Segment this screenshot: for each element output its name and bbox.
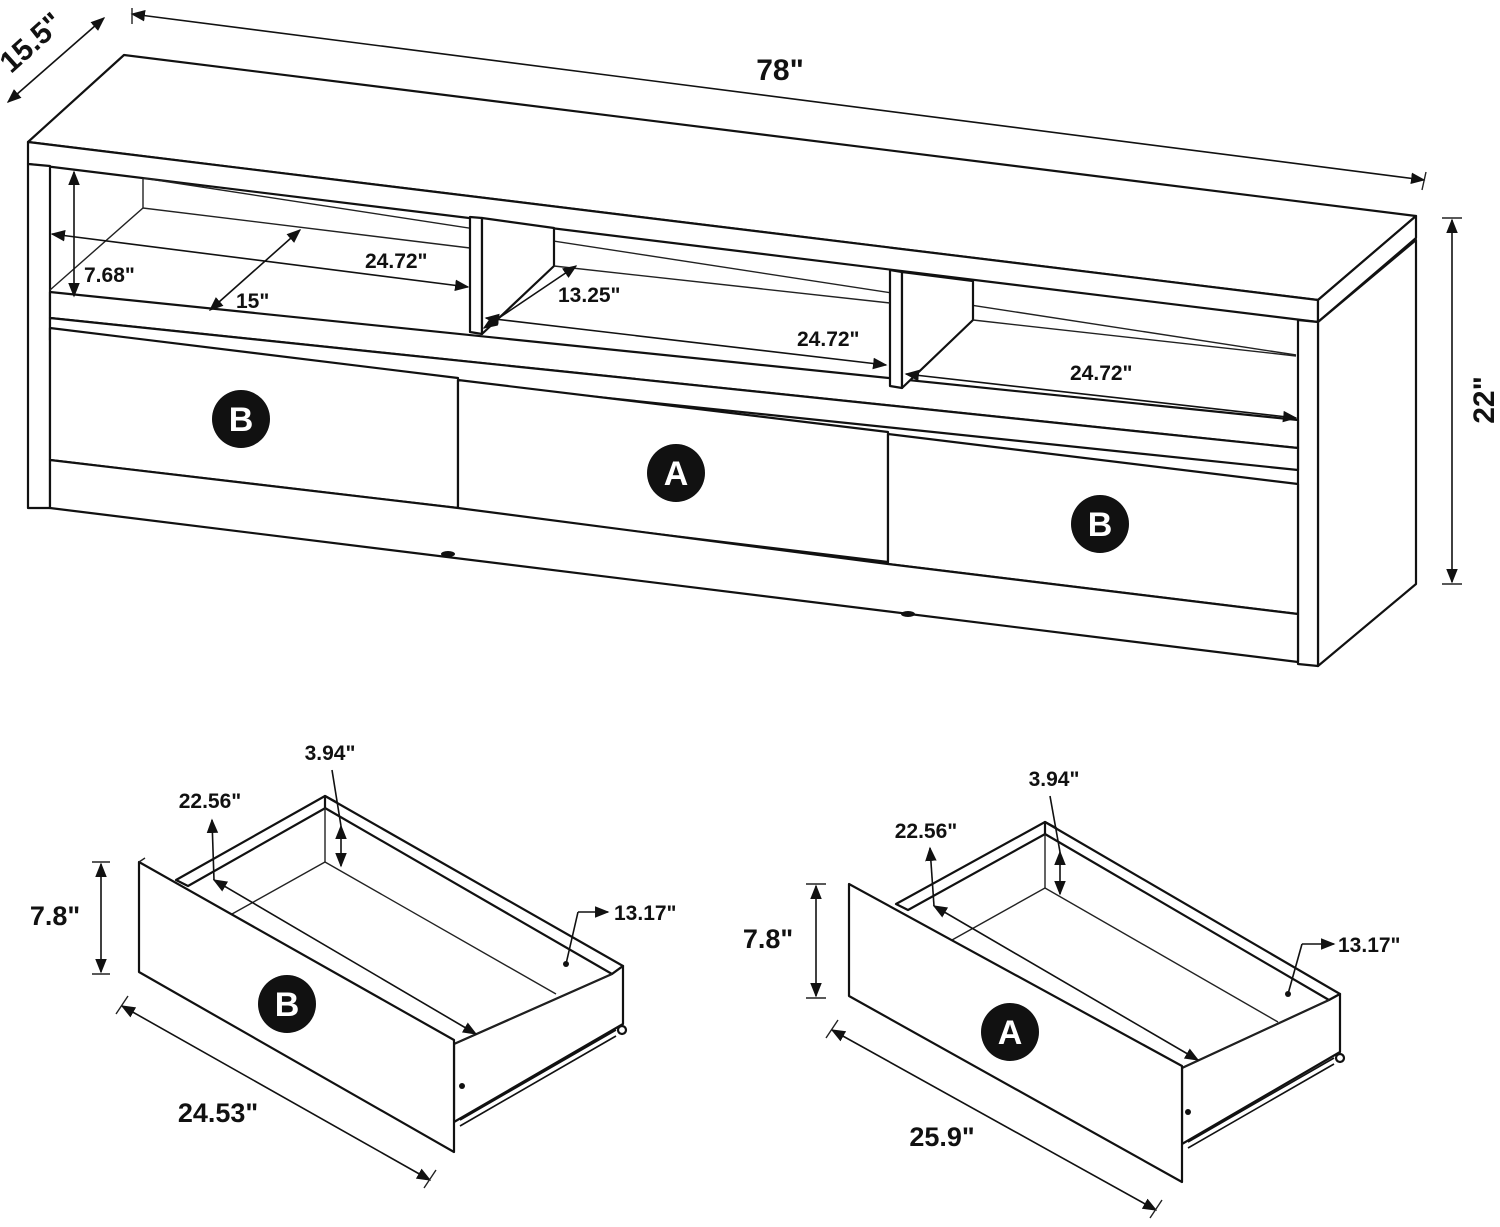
drawer-a-inner-height-leader	[1049, 795, 1061, 853]
middle-shelf-depth-label: 13.25"	[558, 284, 621, 307]
badge-circle	[1071, 495, 1129, 553]
drawer-b-inner-height-label: 3.94"	[305, 742, 356, 765]
drawer-b-screw	[459, 1083, 465, 1089]
drawer-a-depth-leader	[925, 846, 937, 907]
tv-stand-cabinet	[26, 53, 1418, 668]
drawer-b-detail: B 7.8" 24.53" 22.56" 3.94" 13.17"	[30, 742, 677, 1189]
badge-letter: B	[1088, 506, 1113, 544]
drawer-a-width-tick-left	[825, 1019, 839, 1039]
shelf-depth-label: 15"	[236, 290, 269, 313]
drawer-a-height-label: 7.8"	[743, 924, 793, 954]
drawer-b-depth-leader	[206, 818, 219, 881]
middle-shelf-width-line	[484, 313, 888, 370]
overall-height-label: 22"	[1468, 376, 1500, 424]
badge-circle	[212, 390, 270, 448]
middle-shelf-width-label: 24.72"	[797, 328, 860, 351]
right-shelf-width-label: 24.72"	[1070, 362, 1133, 385]
drawer-a-inner-height-label: 3.94"	[1029, 768, 1080, 791]
drawer-a-detail: A 7.8" 25.9" 22.56" 3.94" 13.17"	[743, 768, 1401, 1219]
divider-right-side	[900, 270, 975, 390]
shelf-depth-line	[208, 229, 302, 311]
right-cubby-back	[972, 319, 1297, 357]
drawer-b-inner-width-leader	[565, 911, 579, 965]
drawer-b-right-side	[452, 964, 625, 1124]
drawer-a-screw	[1185, 1109, 1191, 1115]
drawer-b-width-tick-left	[115, 995, 129, 1015]
drawer-a-width-label: 25.9"	[909, 1122, 974, 1152]
middle-cubby-back	[553, 265, 891, 304]
drawer-a-inner-width-label: 13.17"	[1338, 934, 1401, 957]
drawer-badge-right: B	[1071, 495, 1129, 553]
drawer-b-depth-line	[212, 879, 478, 1035]
drawer-a-floor-back	[1044, 887, 1279, 1023]
foot-right	[901, 611, 915, 617]
drawer-b-inner-width-label: 13.17"	[614, 902, 677, 925]
foot-left	[441, 551, 455, 557]
drawer-a-badge-letter: A	[998, 1014, 1023, 1052]
drawer-badge-middle: A	[647, 444, 705, 502]
depth-dimension-line	[6, 17, 106, 103]
overall-depth-label: 15.5"	[0, 6, 70, 79]
drawer-b-width-line	[120, 1005, 432, 1181]
drawer-b-floor-back	[324, 861, 557, 995]
cabinet-top-side-edge	[1316, 214, 1418, 324]
badge-letter: B	[229, 401, 254, 439]
badge-letter: A	[664, 455, 689, 493]
drawer-a-inner-width-leader	[1287, 943, 1303, 995]
drawer-b-width-label: 24.53"	[178, 1098, 258, 1128]
shelf-height-label: 7.68"	[84, 264, 135, 287]
width-dimension-line	[130, 9, 1426, 185]
drawer-b-runner-wheel	[616, 1024, 628, 1036]
drawer-b-depth-label: 22.56"	[179, 790, 242, 813]
drawer-a-width-tick-right	[1149, 1199, 1163, 1219]
drawer-a-depth-line	[932, 905, 1200, 1061]
drawer-b-front-edge	[138, 857, 146, 863]
drawer-b-runner-2	[459, 1035, 617, 1127]
left-shelf-width-label: 24.72"	[365, 250, 428, 273]
drawer-a-right-top	[1181, 999, 1330, 1069]
drawer-b-width-tick-right	[423, 1169, 437, 1189]
cabinet-left-panel	[26, 162, 52, 510]
drawer-b-runner	[459, 1029, 617, 1121]
drawer-a-runner-wheel	[1334, 1052, 1346, 1064]
right-shelf-width-line	[904, 369, 1298, 423]
drawer-a-inner-width-dot	[1285, 991, 1291, 997]
overall-width-label: 78"	[756, 54, 804, 87]
drawer-badge-left: B	[212, 390, 270, 448]
drawer-a-runner	[1187, 1057, 1335, 1143]
drawer-b-height-label: 7.8"	[30, 901, 80, 931]
cabinet-right-panel-front	[1296, 318, 1320, 668]
back-wall-line	[142, 177, 1297, 356]
drawer-a-floor-left	[951, 887, 1046, 941]
drawer-b-right-top	[453, 973, 613, 1045]
divider-right-front	[888, 268, 904, 390]
drawer-b-floor-left	[231, 861, 326, 915]
cabinet-base	[48, 458, 1300, 664]
drawer-b-inner-width-dot	[563, 961, 569, 967]
drawer-a-width-line	[830, 1029, 1158, 1211]
drawer-a-depth-label: 22.56"	[895, 820, 958, 843]
drawer-b-badge-letter: B	[275, 986, 300, 1024]
divider-left-front	[468, 215, 484, 336]
drawer-a-runner-2	[1187, 1063, 1335, 1149]
width-tick-right	[1421, 171, 1427, 191]
divider-left-side	[480, 216, 556, 336]
drawer-b-inner-height-leader	[331, 769, 342, 827]
badge-circle	[647, 444, 705, 502]
